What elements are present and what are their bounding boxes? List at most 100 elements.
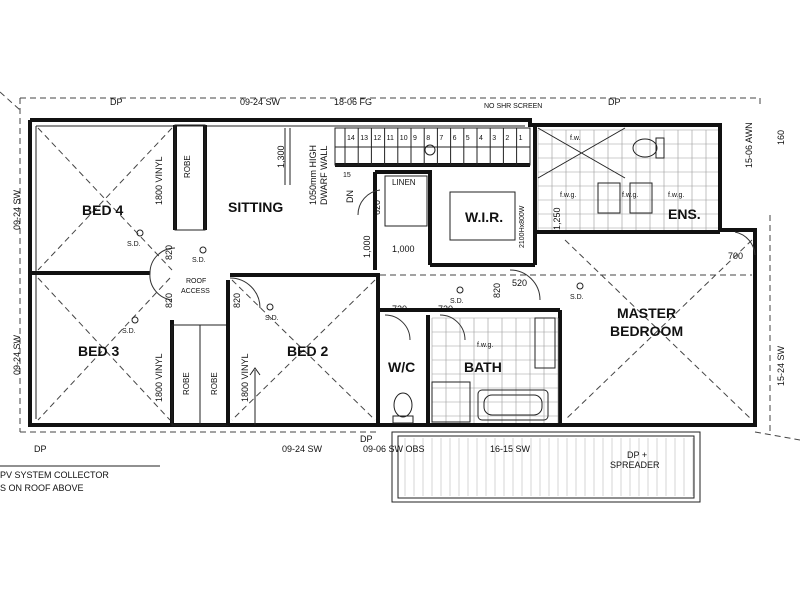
room-wir: W.I.R. [465, 209, 503, 225]
stair-number: 4 [479, 135, 483, 142]
bath-basin [534, 317, 556, 369]
dim-door-linen: 620 [372, 200, 382, 215]
room-diagonals [37, 127, 753, 421]
dim-1300: 1,300 [276, 145, 286, 168]
dim-left-sw-lower: 09-24 SW [12, 334, 22, 375]
room-bed4: BED 4 [82, 202, 123, 218]
dim-700: 700 [728, 251, 743, 261]
dim-520: 520 [512, 278, 527, 288]
room-ens: ENS. [668, 206, 701, 222]
label-pv-1: PV SYSTEM COLLECTOR [0, 470, 109, 480]
dim-door-master: 820 [492, 283, 502, 298]
doors [149, 189, 756, 341]
label-vinyl-bed4: 1800 VINYL [154, 156, 164, 205]
label-fwg-bath: f.w.g. [477, 342, 493, 349]
room-wc: W/C [388, 359, 415, 375]
label-wir-size: 2100Hx800W [519, 205, 526, 248]
dim-1250: 1,250 [552, 207, 562, 230]
outer-wall-west [28, 120, 380, 427]
dim-bottom-sw: 09-24 SW [282, 444, 323, 454]
dim-door-wc: 720 [392, 304, 407, 314]
dim-door-bath: 720 [438, 304, 453, 314]
stair-number: 9 [413, 135, 417, 142]
label-sd-bed2: S.D. [265, 315, 279, 322]
dim-1000-v: 1,000 [362, 235, 372, 258]
label-sd-master-hall: S.D. [450, 298, 464, 305]
stair-number: 14 [347, 135, 355, 142]
dim-top-fg: 18-06 FG [334, 97, 372, 107]
dim-right-awn: 15-06 AWN [744, 122, 754, 168]
stair-number: 6 [453, 135, 457, 142]
wir-shelf [449, 191, 516, 241]
stair-number: 12 [373, 135, 381, 142]
label-vinyl-bed3: 1800 VINYL [154, 353, 164, 402]
label-vinyl-bed2: 1800 VINYL [240, 353, 250, 402]
bathtub-inner [483, 394, 543, 416]
smoke-detectors [131, 229, 584, 324]
robe-bed4 [174, 124, 206, 231]
stair-number: 1 [519, 135, 523, 142]
deck [391, 431, 701, 503]
dim-1000-h: 1,000 [392, 244, 415, 254]
deck-boards [404, 438, 694, 496]
label-dwarf-wall-2: DWARF WALL [319, 146, 329, 205]
label-roof-access-1: ROOF [186, 278, 206, 285]
dim-15: 15 [343, 172, 351, 179]
label-robe-bed3-b: ROBE [210, 372, 219, 395]
dim-left-sw-upper: 09-24 SW [12, 189, 22, 230]
stair-number: 8 [426, 135, 430, 142]
label-dp-bottom-left: DP [34, 444, 47, 454]
dim-right-160: 160 [776, 130, 786, 145]
room-linen: LINEN [392, 178, 416, 187]
label-fw-ens: f.w. [570, 135, 581, 142]
roof-edge-right-bottom [754, 431, 800, 441]
label-sd-hall: S.D. [192, 257, 206, 264]
room-master-1: MASTER [617, 305, 676, 321]
room-bed2: BED 2 [287, 343, 328, 359]
label-dp-bottom-mid: DP [360, 434, 373, 444]
label-fwg-ens-3: f.w.g. [668, 192, 684, 199]
stair-number: 10 [400, 135, 408, 142]
ens-toilet [632, 138, 658, 158]
label-pv-2: S ON ROOF ABOVE [0, 483, 84, 493]
stair-number: 3 [492, 135, 496, 142]
label-fwg-ens-1: f.w.g. [560, 192, 576, 199]
dim-right-sw: 15-24 SW [776, 345, 786, 386]
stair-number: 11 [387, 135, 394, 142]
outer-wall [30, 118, 757, 427]
dim-door-bed4: 820 [164, 245, 174, 260]
dim-top-sw: 09-24 SW [240, 97, 281, 107]
label-dp-top-left: DP [110, 97, 123, 107]
label-robe-bed4: ROBE [183, 155, 192, 178]
bath-tiles [431, 317, 559, 423]
label-roof-access-2: ACCESS [181, 288, 210, 295]
stairs [334, 127, 531, 166]
bath-shower [431, 381, 471, 423]
dim-bottom-sw2: 16-15 SW [490, 444, 531, 454]
dim-door-bed3: 820 [164, 293, 174, 308]
wc-toilet [393, 392, 413, 418]
ens-basin-1 [597, 182, 621, 214]
linen-cupboard [384, 175, 428, 227]
ens-basin-2 [629, 182, 653, 214]
stair-number: 13 [360, 135, 368, 142]
label-fwg-ens-2: f.w.g. [622, 192, 638, 199]
label-dp-top-right: DP [608, 97, 621, 107]
label-dp-spreader-2: SPREADER [610, 460, 660, 470]
label-robe-bed3-a: ROBE [182, 372, 191, 395]
stair-number: 5 [466, 135, 470, 142]
deck-inner [397, 435, 695, 499]
label-sd-bed4: S.D. [127, 241, 141, 248]
label-dn: DN [345, 190, 355, 203]
stair-arrow-head [249, 367, 261, 376]
room-bed3: BED 3 [78, 343, 119, 359]
dim-door-bed2: 820 [232, 293, 242, 308]
roof-outline [20, 97, 761, 105]
dim-bottom-obs: 09-06 SW OBS [363, 444, 425, 454]
stair-number: 2 [505, 135, 509, 142]
label-dwarf-wall-1: 1050mm HIGH [308, 145, 318, 205]
label-no-shr-screen: NO SHR SCREEN [484, 103, 542, 110]
ensuite-tiles [537, 129, 718, 230]
